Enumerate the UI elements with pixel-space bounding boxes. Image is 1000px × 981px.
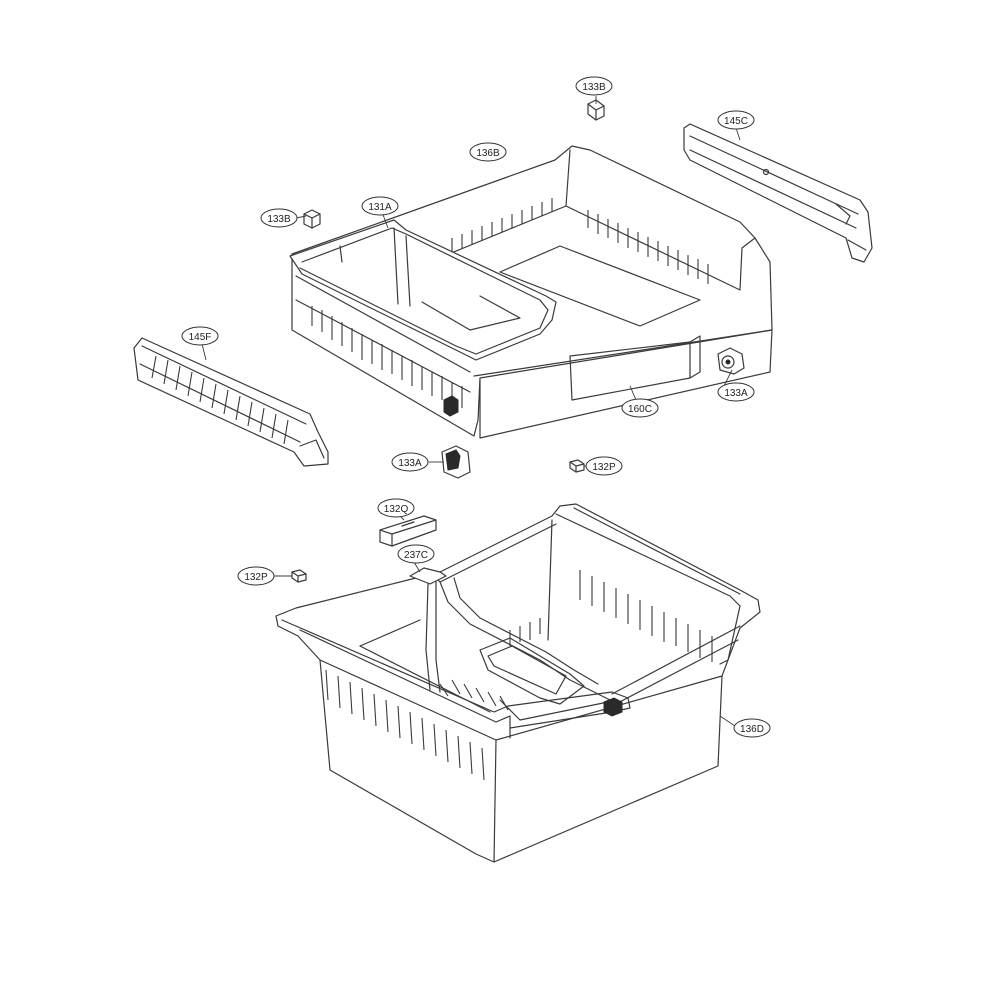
callout-136b: 136B — [469, 142, 507, 162]
callout-label: 136D — [740, 724, 764, 735]
part-145c-rail — [683, 123, 873, 263]
part-133a-roller-mid — [441, 445, 471, 479]
callout-label: 133A — [398, 458, 422, 469]
part-133b-clip-left — [303, 209, 321, 229]
callout-131a: 131A — [361, 196, 399, 216]
callout-label: 132P — [592, 462, 616, 473]
part-132p-clip-right — [569, 459, 585, 473]
callout-label: 132Q — [384, 504, 409, 515]
callout-label: 133A — [724, 388, 748, 399]
callout-133a-mid: 133A — [391, 452, 429, 472]
callout-133a-right: 133A — [717, 382, 755, 402]
callout-label: 160C — [628, 404, 652, 415]
callout-label: 132P — [244, 572, 268, 583]
part-145f-rail — [133, 337, 329, 467]
part-136d-lower-basket — [275, 503, 761, 863]
part-133a-roller-right — [717, 347, 745, 375]
callout-132q: 132Q — [377, 498, 415, 518]
callout-label: 145F — [189, 332, 212, 343]
callout-label: 133B — [582, 82, 606, 93]
callout-label: 237C — [404, 550, 428, 561]
callout-145c: 145C — [717, 110, 755, 130]
callout-136d: 136D — [733, 718, 771, 738]
callout-label: 131A — [368, 202, 392, 213]
part-131a-bin — [289, 219, 557, 361]
callout-label: 133B — [267, 214, 291, 225]
callout-145f: 145F — [181, 326, 219, 346]
part-132q-bracket — [379, 515, 437, 547]
callout-label: 136B — [476, 148, 500, 159]
callout-133b-top: 133B — [575, 76, 613, 96]
callout-237c: 237C — [397, 544, 435, 564]
callout-133b-left: 133B — [260, 208, 298, 228]
callout-160c: 160C — [621, 398, 659, 418]
callout-label: 145C — [724, 116, 748, 127]
callout-132p-left: 132P — [237, 566, 275, 586]
part-132p-clip-left — [291, 569, 307, 583]
callout-132p-right: 132P — [585, 456, 623, 476]
